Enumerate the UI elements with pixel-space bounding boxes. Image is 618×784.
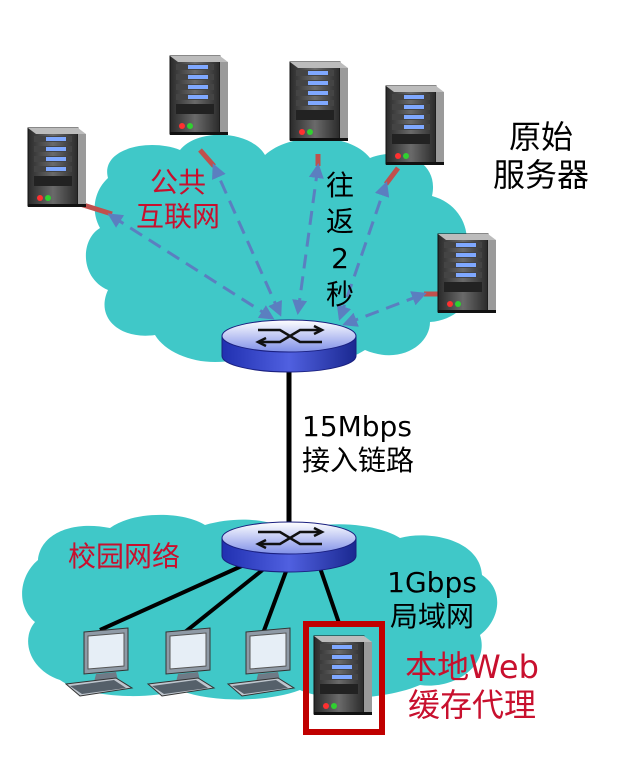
rtt-char-1: 往 <box>325 169 354 202</box>
campus-network-cloud <box>22 514 498 700</box>
public-internet-label-line1: 公共 <box>149 166 206 199</box>
origin-server-2 <box>169 55 229 136</box>
rtt-char-3: 2 <box>331 241 349 275</box>
proxy-highlight-frame <box>303 621 385 735</box>
origin-server-3 <box>289 61 349 142</box>
rtt-label: 往 返 2 秒 <box>320 168 360 314</box>
rtt-char-2: 返 <box>325 205 354 239</box>
lan-text: 局域网 <box>389 599 474 633</box>
campus-network-label: 校园网络 <box>68 540 181 573</box>
origin-servers-label-line1: 原始 <box>508 118 573 156</box>
access-link-speed: 15Mbps <box>302 410 412 443</box>
origin-servers-label: 原始 服务器 <box>486 118 596 195</box>
proxy-label-line1: 本地Web <box>405 648 539 686</box>
origin-server-1 <box>27 127 87 208</box>
proxy-label: 本地Web 缓存代理 <box>392 648 552 725</box>
origin-servers-label-line2: 服务器 <box>492 156 589 195</box>
proxy-server-icon <box>313 635 373 716</box>
rtt-char-4: 秒 <box>325 278 354 312</box>
public-internet-label-line2: 互联网 <box>135 199 220 233</box>
lan-speed: 1Gbps <box>387 566 477 599</box>
origin-server-4 <box>385 85 445 166</box>
access-link-label: 15Mbps 接入链路 <box>302 410 414 477</box>
internet-router-icon <box>221 319 357 373</box>
origin-server-5 <box>437 233 497 314</box>
access-link-text: 接入链路 <box>302 443 415 477</box>
lan-links <box>99 558 342 638</box>
campus-router-icon <box>221 521 357 573</box>
public-internet-label: 公共 互联网 <box>128 166 228 233</box>
rtt-arrows <box>107 163 427 327</box>
proxy-label-line2: 缓存代理 <box>407 686 536 725</box>
lan-label: 1Gbps 局域网 <box>384 566 480 633</box>
